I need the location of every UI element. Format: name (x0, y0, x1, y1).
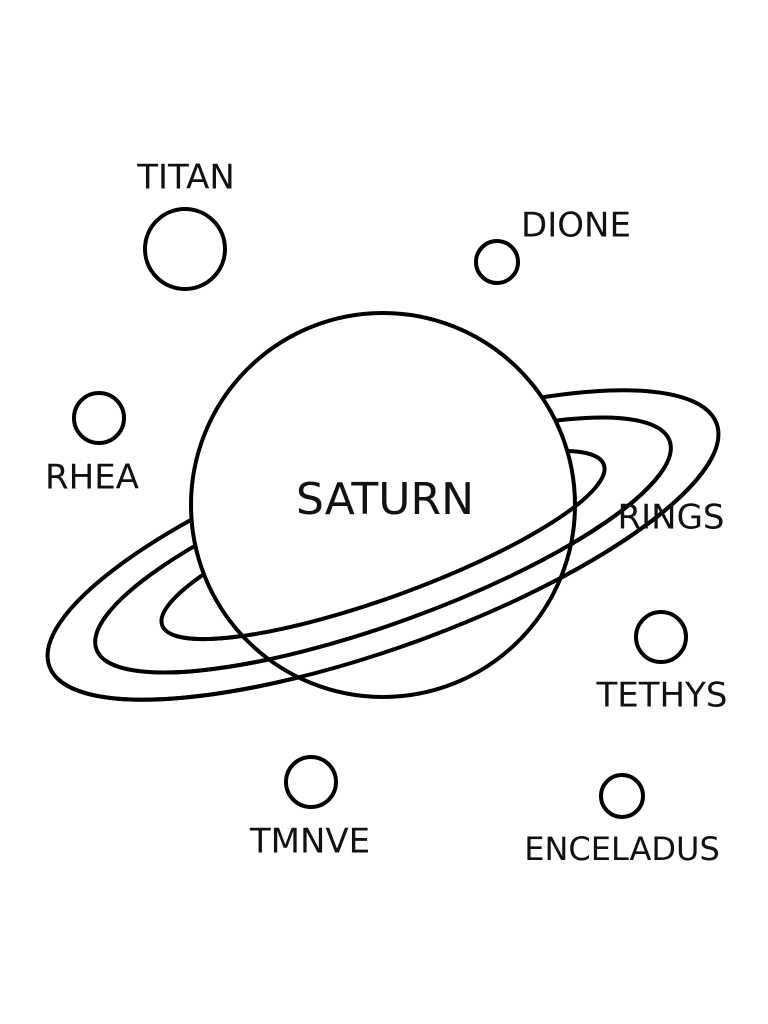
moon-enceladus: ENCELADUS (524, 773, 720, 868)
saturn-label: SATURN (296, 474, 474, 525)
moon-tethys-label: TETHYS (596, 676, 728, 716)
moon-rhea-circle (72, 391, 126, 445)
moon-tmnve-circle (284, 755, 338, 809)
moon-enceladus-circle (599, 773, 645, 819)
moon-tmnve: TMNVE (249, 755, 370, 862)
moon-titan-circle (143, 207, 227, 291)
moon-dione: DIONE (474, 206, 631, 285)
moon-tethys-circle (634, 610, 688, 664)
moon-dione-label: DIONE (521, 206, 631, 246)
rings-label: RINGS (617, 498, 724, 538)
moon-titan: TITAN (136, 158, 235, 291)
moon-titan-label: TITAN (136, 158, 235, 198)
moon-dione-circle (474, 239, 520, 285)
moon-tmnve-label: TMNVE (249, 822, 370, 862)
moon-enceladus-label: ENCELADUS (524, 830, 720, 868)
moon-rhea-label: RHEA (45, 458, 139, 498)
moon-rhea: RHEA (45, 391, 139, 498)
moon-tethys: TETHYS (596, 610, 728, 716)
